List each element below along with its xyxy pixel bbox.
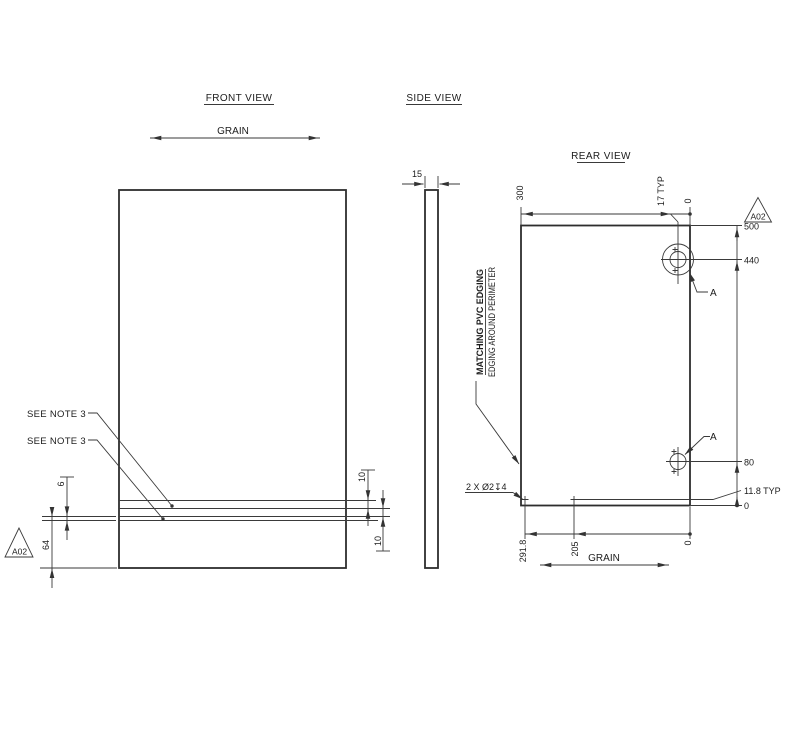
hinge-cup-circle [662,243,694,276]
leader-bend [670,213,679,223]
front-view: FRONT VIEW GRAIN 10 10 [4,93,390,588]
side-view: SIDE VIEW 15 [402,93,462,569]
datum-label: A02 [12,547,27,557]
dim-64: 64 [41,540,51,550]
origin-dot [688,532,692,536]
leader-line [88,439,164,520]
leader-line [475,381,520,465]
leader-line [577,490,742,500]
dim-300: 300 [515,185,525,200]
rear-grain-label: GRAIN [588,553,620,564]
dowel-hole-cross [521,496,578,503]
origin-dot [688,212,692,216]
dim-118-typ: 11.8 TYP [744,486,781,496]
dim-0-right: 0 [744,501,749,511]
dim-17-typ: 17 TYP [656,176,666,206]
side-panel-outline [424,189,439,569]
dim-440: 440 [744,256,759,266]
dim-0-top: 0 [683,198,693,203]
see-note-label-1: SEE NOTE 3 [27,409,86,420]
leader-line [88,412,173,507]
datum-label: A02 [750,212,765,222]
dim-10-top: 10 [357,472,367,482]
dim-80: 80 [744,458,754,468]
rear-view-title: REAR VIEW [571,151,631,162]
rear-panel-outline [520,224,691,507]
origin-dot [735,503,739,508]
leader-dot [170,504,174,508]
detail-a-bottom-label: A [710,432,717,443]
screw-hole-cross [671,449,677,474]
dim-0-bottom: 0 [683,540,693,545]
leader-line [512,491,523,500]
holes-note: 2 X Ø2↧4 [466,482,507,492]
datum-triangle [4,526,34,558]
screw-hole-cross [672,247,678,273]
dim-205: 205 [570,541,580,556]
dim-10-bottom: 10 [373,536,383,546]
dim-2918: 291.8 [518,540,528,563]
edging-note: MATCHING PVC EDGING EDGING AROUND PERIME… [475,267,497,377]
side-view-title: SIDE VIEW [406,93,461,104]
edging-note-line1: MATCHING PVC EDGING [475,269,485,375]
dim-6: 6 [56,481,66,486]
front-panel-outline [118,189,347,569]
detail-a-top-label: A [710,288,717,299]
front-view-title: FRONT VIEW [206,93,273,104]
detail-leader [689,272,708,293]
hinge-hole-circle [669,251,687,268]
hinge-hole-circle [669,453,687,470]
front-grain-label: GRAIN [217,126,249,137]
see-note-label-2: SEE NOTE 3 [27,436,86,447]
dim-15: 15 [412,169,422,179]
edging-note-line2: EDGING AROUND PERIMETER [487,267,497,377]
leader-dot [161,517,165,521]
datum-triangle [743,196,773,223]
detail-leader [684,436,710,455]
rear-view: REAR VIEW 300 17 TYP 0 A A [465,151,781,568]
dim-500: 500 [744,222,759,232]
